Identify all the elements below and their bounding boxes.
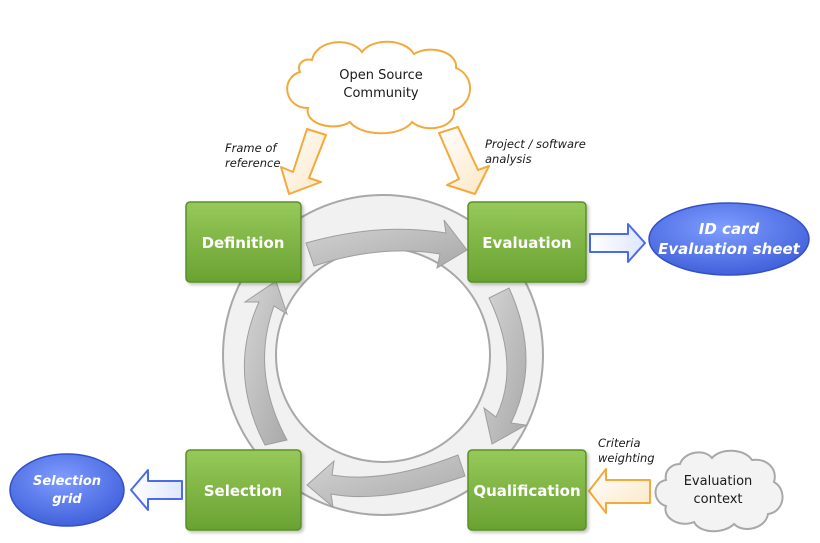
cloud-line: context: [694, 492, 743, 507]
cloud-line: Community: [343, 86, 419, 101]
project-analysis-arrow: [438, 126, 490, 195]
cycle-arrow-top: [305, 219, 468, 270]
output-line: Selection: [33, 474, 101, 489]
note-line: weighting: [598, 451, 655, 465]
evaluation-context-cloud: Evaluation context: [654, 449, 784, 533]
cloud-line: Open Source: [339, 68, 423, 83]
cycle-arrow-bottom: [306, 454, 466, 509]
step-label: Definition: [202, 234, 285, 252]
step-qualification: Qualification: [467, 449, 587, 531]
cycle-ring: [222, 194, 544, 516]
output-line: Evaluation sheet: [658, 240, 801, 258]
selection-grid-output: Selection grid: [9, 453, 125, 527]
evaluation-output-arrow: [589, 223, 646, 263]
frame-of-reference-arrow: [280, 128, 327, 195]
step-definition: Definition: [185, 201, 302, 283]
criteria-weighting-note: Criteria weighting: [598, 436, 655, 465]
note-line: Project / software: [485, 137, 586, 151]
output-line: grid: [52, 492, 82, 507]
step-label: Evaluation: [482, 234, 571, 252]
note-line: analysis: [485, 152, 532, 166]
criteria-weighting-arrow: [588, 468, 651, 514]
note-line: Criteria: [598, 436, 641, 450]
open-source-community-cloud: Open Source Community: [286, 40, 471, 135]
step-label: Qualification: [473, 482, 580, 500]
project-analysis-note: Project / software analysis: [485, 137, 586, 166]
step-selection: Selection: [185, 449, 302, 531]
step-label: Selection: [204, 482, 282, 500]
id-card-output: ID card Evaluation sheet: [648, 202, 810, 276]
cloud-line: Evaluation: [684, 474, 753, 489]
output-line: ID card: [699, 220, 760, 238]
input-arrows: [280, 126, 651, 514]
output-arrows: [130, 223, 646, 511]
cycle-arrows: [243, 219, 528, 509]
frame-of-reference-note: Frame of reference: [225, 141, 280, 170]
step-evaluation: Evaluation: [467, 201, 587, 283]
note-line: reference: [225, 156, 280, 170]
cycle-arrow-right: [483, 287, 528, 445]
note-line: Frame of: [225, 141, 278, 155]
selection-output-arrow: [130, 469, 183, 511]
